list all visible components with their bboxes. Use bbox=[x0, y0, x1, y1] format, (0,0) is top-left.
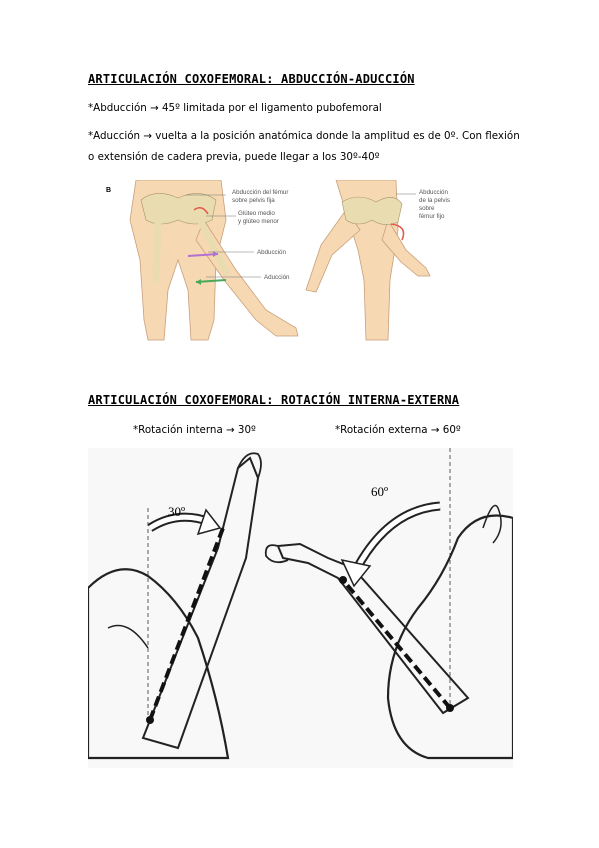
abduccion-aduccion-figure: B Abducción del fémur sobre pelvis fija … bbox=[106, 180, 450, 341]
label-abduccion-pelvis-1: Abducción bbox=[419, 189, 448, 196]
angle-external-label: 60º bbox=[371, 484, 388, 499]
right-body-illustration bbox=[305, 180, 431, 341]
label-abduccion: Abducción bbox=[257, 249, 286, 256]
pelvis-red-arrow bbox=[390, 223, 405, 241]
label-aduccion: Aducción bbox=[264, 274, 290, 281]
aduccion-text: *Aducción → vuelta a la posición anatómi… bbox=[88, 130, 520, 142]
label-abduccion-pelvis-2: de la pelvis bbox=[419, 197, 450, 204]
label-abduccion-femur-1: Abducción del fémur bbox=[232, 189, 288, 196]
gluteo-red-arrow bbox=[193, 206, 209, 215]
panel-letter: B bbox=[106, 187, 111, 194]
label-abduccion-pelvis-4: fémur fijo bbox=[419, 213, 445, 220]
aduccion-text-continued: o extensión de cadera previa, puede lleg… bbox=[88, 151, 380, 163]
label-abduccion-pelvis-3: sobre bbox=[419, 205, 435, 212]
label-gluteo-1: Glúteo medio bbox=[238, 210, 275, 217]
abduccion-text: *Abducción → 45º limitada por el ligamen… bbox=[88, 102, 382, 114]
rotacion-externa-text: *Rotación externa → 60º bbox=[335, 424, 461, 436]
rotacion-interna-text: *Rotación interna → 30º bbox=[133, 424, 256, 436]
label-abduccion-femur-2: sobre pelvis fija bbox=[232, 197, 275, 204]
external-rotation-illustration bbox=[264, 448, 513, 760]
rotacion-figure: 30º 60º bbox=[88, 448, 513, 768]
angle-internal-label: 30º bbox=[168, 504, 185, 519]
label-gluteo-2: y glúteo menor bbox=[238, 218, 279, 225]
internal-rotation-illustration bbox=[88, 452, 262, 760]
left-body-illustration bbox=[129, 180, 299, 341]
section-heading-rotacion: ARTICULACIÓN COXOFEMORAL: ROTACIÓN INTER… bbox=[88, 393, 460, 407]
section-heading-abduccion: ARTICULACIÓN COXOFEMORAL: ABDUCCIÓN-ADUC… bbox=[88, 72, 415, 86]
